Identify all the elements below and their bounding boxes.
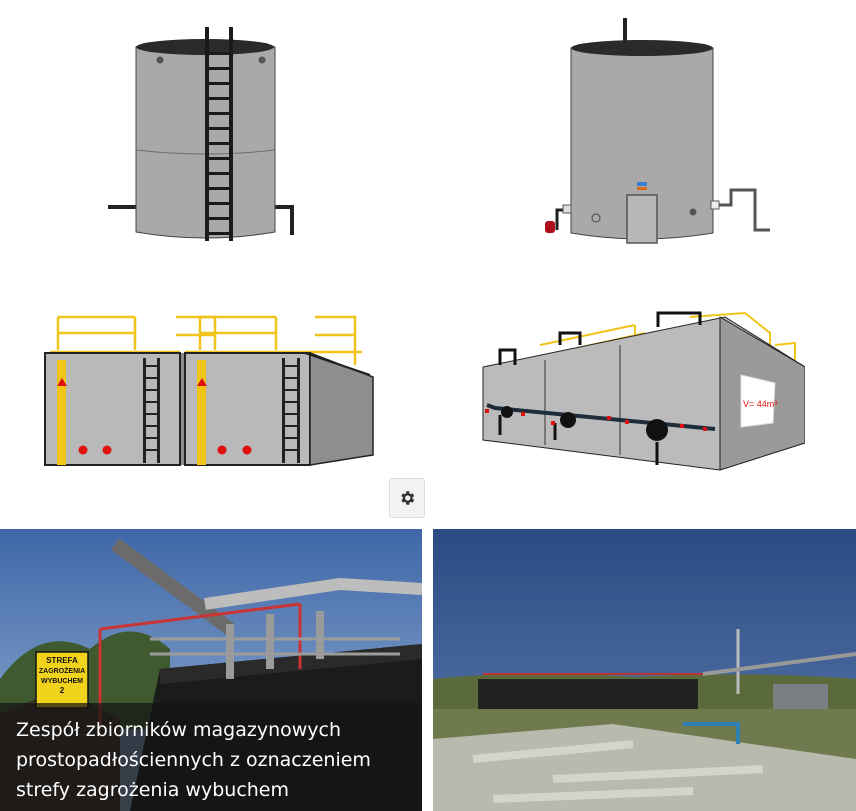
volume-label: V= 44m³	[743, 399, 777, 409]
photo-caption: Zespół zbiorników magazynowych prostopad…	[0, 703, 422, 811]
settings-button[interactable]	[389, 478, 425, 518]
gear-icon	[401, 491, 415, 505]
rectangular-tank-pair-illustration	[40, 305, 380, 475]
photo-tank-site-overview	[433, 529, 856, 811]
hazard-sign-line-4: 2	[60, 686, 65, 695]
vertical-tank-fittings-illustration	[535, 15, 775, 250]
photo-tank-complex-hazard-zone: STREFA ZAGROŻENIA WYBUCHEM 2 Zespół zbio…	[0, 529, 422, 811]
vertical-tank-ladder-illustration	[100, 22, 300, 247]
hazard-sign-line-1: STREFA	[46, 656, 78, 665]
hazard-sign-line-3: WYBUCHEM	[41, 678, 83, 685]
hazard-sign-line-2: ZAGROŻENIA	[39, 667, 85, 675]
rectangular-tank-group-illustration: V= 44m³	[475, 305, 806, 475]
